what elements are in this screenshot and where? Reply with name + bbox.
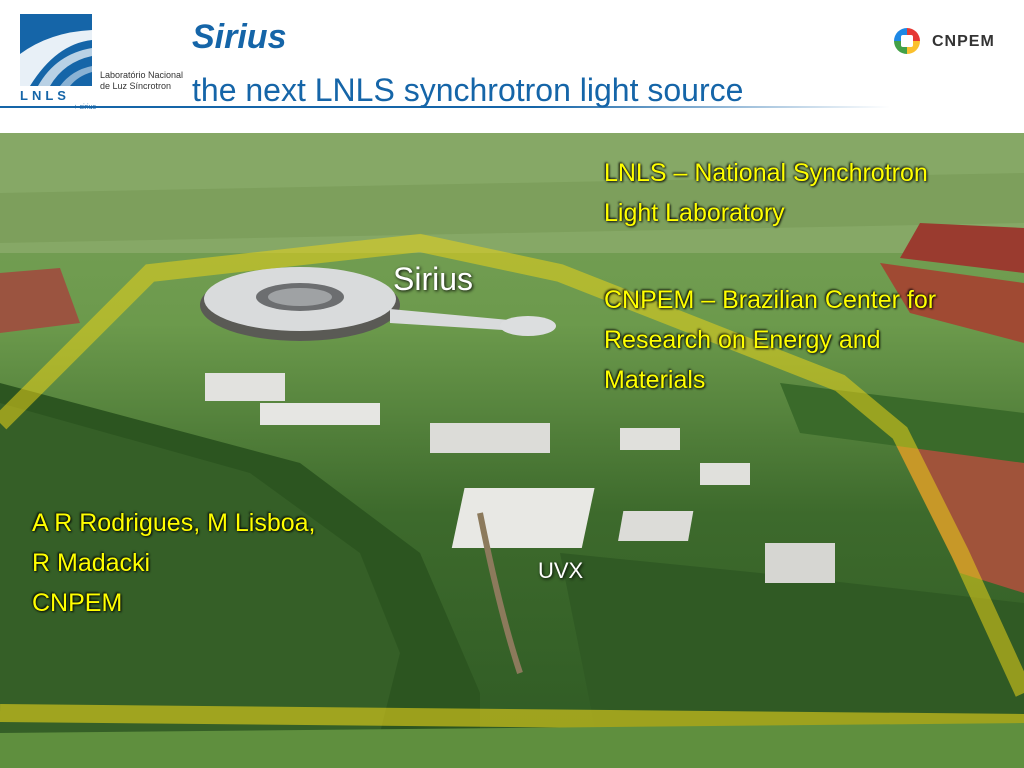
lnls-full-name: Laboratório Nacional de Luz Síncrotron — [100, 70, 190, 92]
lnls-letters: LNLS — [20, 88, 70, 103]
uvx-label: UVX — [538, 558, 584, 583]
cnpem-annotation-line3: Materials — [604, 366, 706, 394]
slide-header: LNLS + sirius Laboratório Nacional de Lu… — [0, 0, 1024, 133]
cnpem-ring-icon — [894, 28, 920, 54]
cnpem-annotation: CNPEM – Brazilian Center for Research on… — [604, 280, 936, 400]
slide-subtitle: the next LNLS synchrotron light source — [192, 72, 744, 108]
lnls-annotation-line1: LNLS – National Synchrotron — [604, 159, 928, 187]
authors-annotation: A R Rodrigues, M Lisboa, R Madacki CNPEM — [32, 503, 315, 623]
lnls-annotation-line2: Light Laboratory — [604, 199, 785, 227]
slide-title: Sirius — [192, 18, 287, 56]
aerial-photo-drawing — [0, 133, 1024, 768]
lnls-mark-icon — [20, 14, 92, 86]
cnpem-logo-text: CNPEM — [932, 33, 995, 50]
header-divider — [0, 106, 890, 108]
lnls-annotation: LNLS – National Synchrotron Light Labora… — [604, 153, 928, 233]
aerial-photo: LNLS – National Synchrotron Light Labora… — [0, 133, 1024, 768]
lnls-name-line1: Laboratório Nacional — [100, 70, 184, 80]
lnls-logo: LNLS + sirius Laboratório Nacional de Lu… — [20, 14, 183, 111]
authors-line2: R Madacki — [32, 549, 151, 577]
authors-line1: A R Rodrigues, M Lisboa, — [32, 509, 316, 537]
authors-line3: CNPEM — [32, 589, 123, 617]
sirius-label: Sirius — [393, 261, 474, 297]
cnpem-annotation-line2: Research on Energy and — [604, 326, 881, 354]
cnpem-logo: CNPEM — [894, 28, 1014, 62]
lnls-name-line2: de Luz Síncrotron — [100, 81, 172, 91]
cnpem-annotation-line1: CNPEM – Brazilian Center for — [604, 286, 937, 314]
